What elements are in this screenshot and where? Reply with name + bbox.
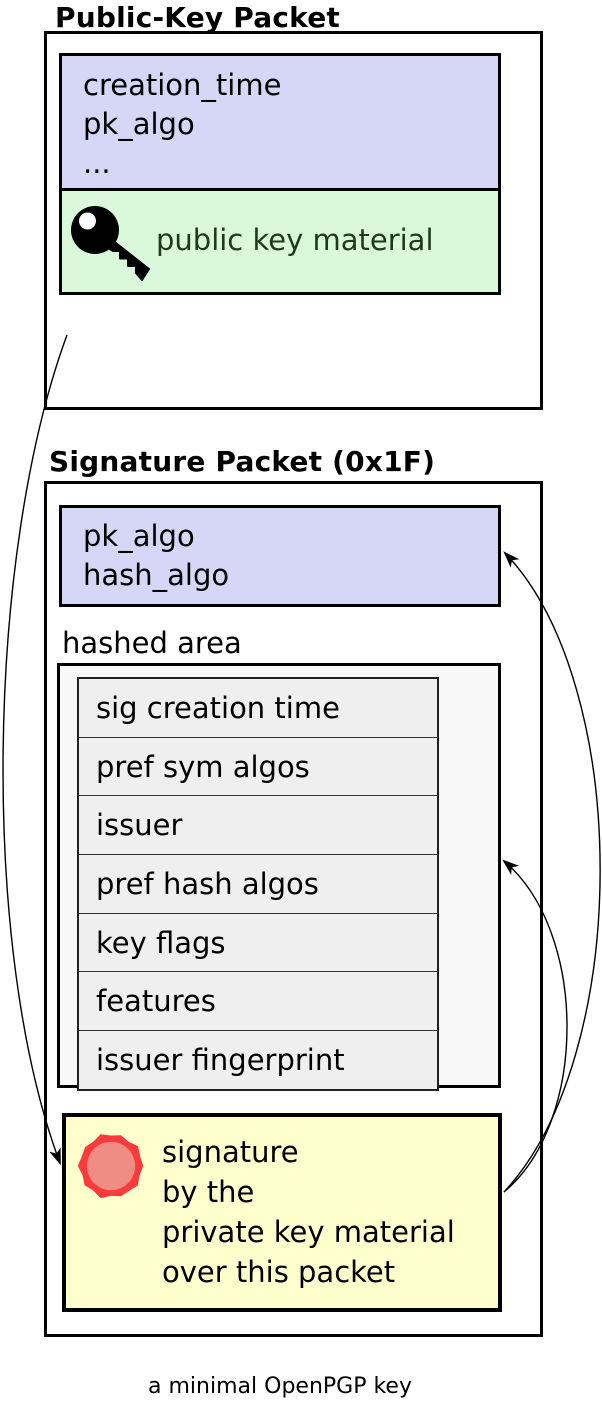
seal-center: [86, 1141, 136, 1191]
hashed-area-label: hashed area: [62, 626, 242, 660]
subpacket-pref-hash-algos: pref hash algos: [79, 855, 437, 914]
field-creation-time: creation_time: [83, 68, 282, 102]
signature-line-3: private key material: [162, 1215, 455, 1249]
field-sig-hash-algo: hash_algo: [83, 558, 230, 592]
subpacket-key-flags: key flags: [79, 913, 437, 973]
wax-seal-icon: [75, 1130, 147, 1202]
subpacket-issuer: issuer: [79, 796, 437, 856]
subpacket-issuer-fingerprint: issuer fingerprint: [79, 1031, 437, 1089]
hashed-area-box: sig creation time pref sym algos issuer …: [57, 663, 501, 1091]
signature-packet-title: Signature Packet (0x1F): [49, 445, 436, 478]
signature-line-1: signature: [162, 1135, 299, 1169]
signature-fields-box: pk_algo hash_algo: [59, 505, 501, 607]
signature-line-4: over this packet: [162, 1255, 396, 1289]
subpacket-features: features: [79, 972, 437, 1032]
subpacket-sig-creation-time: sig creation time: [79, 679, 437, 738]
diagram-caption: a minimal OpenPGP key: [148, 1374, 412, 1399]
signature-line-2: by the: [162, 1175, 255, 1209]
public-key-packet-title: Public-Key Packet: [55, 1, 341, 34]
public-key-fields-box: creation_time pk_algo ...: [59, 53, 501, 191]
public-key-material-label: public key material: [156, 223, 434, 257]
subpacket-table: sig creation time pref sym algos issuer …: [77, 677, 439, 1091]
subpacket-pref-sym-algos: pref sym algos: [79, 737, 437, 797]
field-ellipsis: ...: [83, 146, 111, 180]
signature-value-box: signature by the private key material ov…: [62, 1113, 502, 1312]
public-key-material-box: public key material: [59, 188, 501, 295]
field-sig-pk-algo: pk_algo: [83, 519, 195, 553]
field-pk-algo: pk_algo: [83, 107, 195, 141]
key-icon: [70, 203, 152, 281]
